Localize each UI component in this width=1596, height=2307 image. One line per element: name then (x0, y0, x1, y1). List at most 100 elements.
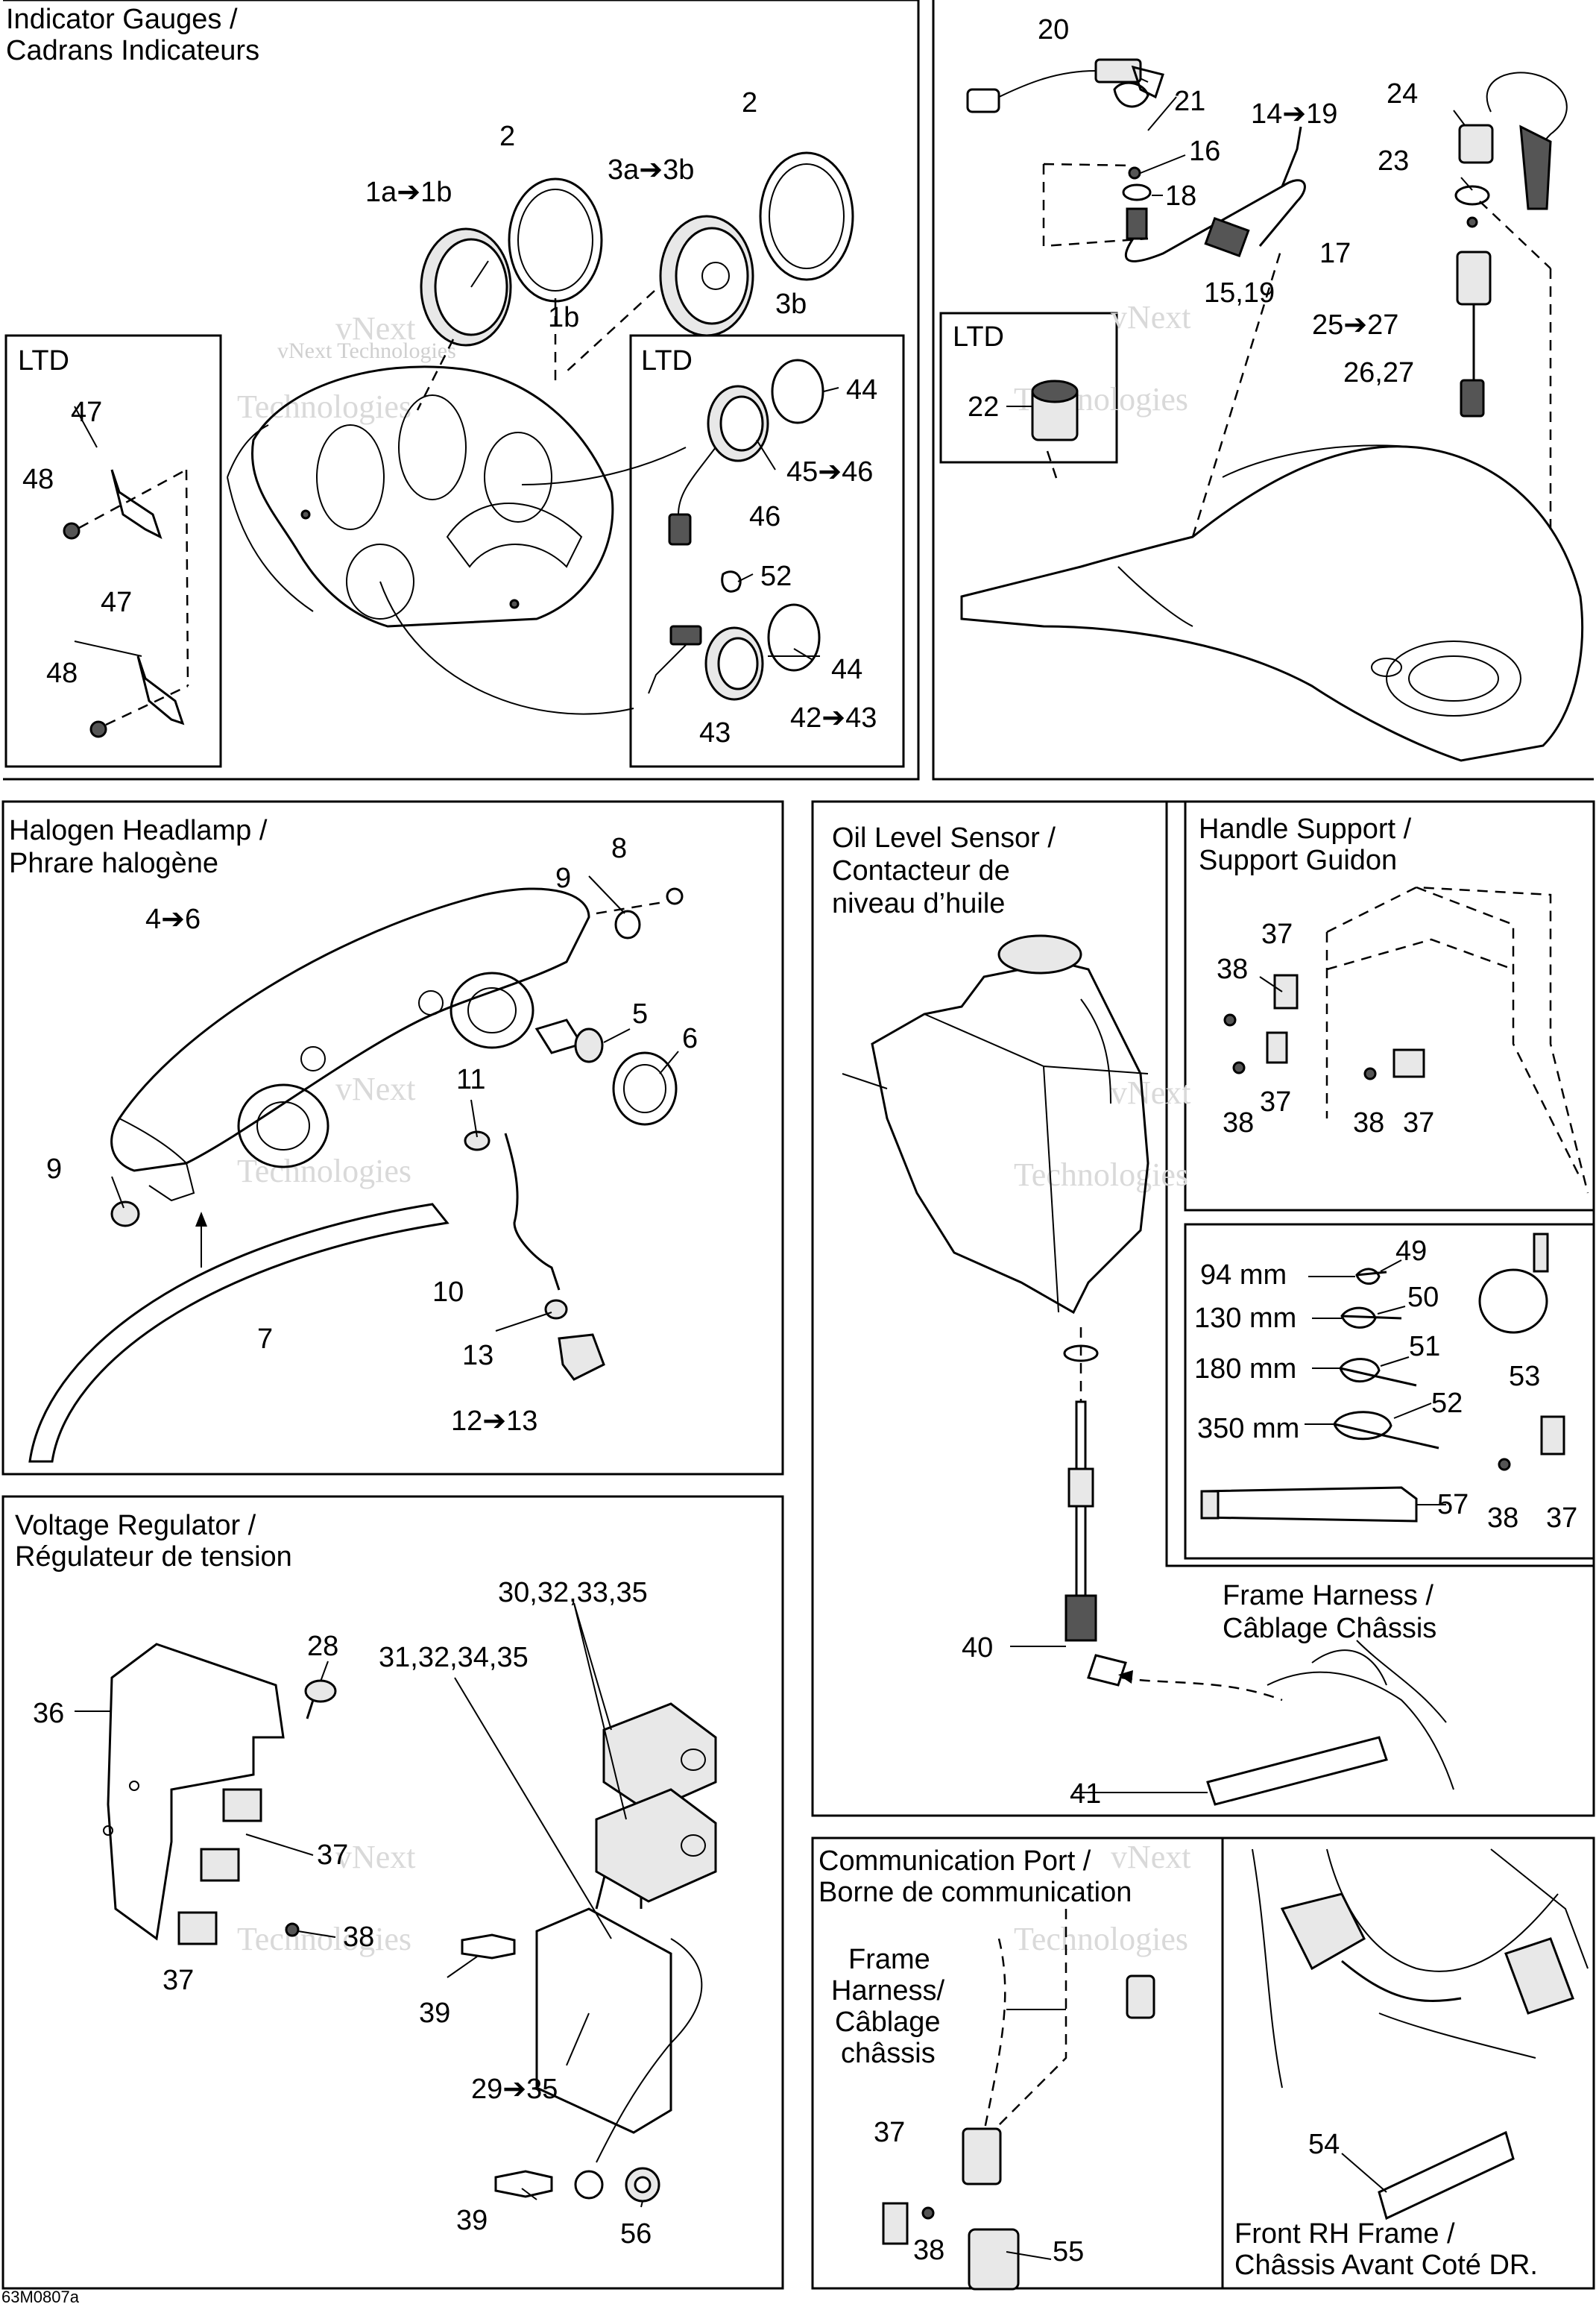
clip-37 (882, 2202, 909, 2245)
clip-37 (1266, 1031, 1288, 1064)
vent-hose (504, 1133, 561, 1291)
gauge-bezel (767, 603, 821, 672)
callout-48: 48 (22, 464, 54, 495)
screw-38 (1363, 1067, 1377, 1080)
tie-94mm: 94 mm (1200, 1259, 1287, 1291)
callout-47: 47 (71, 397, 102, 428)
comm-harness-4: châssis (841, 2038, 936, 2069)
callout-2: 2 (499, 121, 515, 152)
regulator-title-2: Régulateur de tension (15, 1541, 292, 1573)
watermark-vnext: vNext (1111, 1839, 1191, 1875)
callout-37: 37 (1403, 1107, 1434, 1139)
hose-fitting (464, 1130, 491, 1151)
bulb-socket (558, 1333, 605, 1381)
callout-26-27: 26,27 (1343, 357, 1414, 388)
grommet (110, 1200, 140, 1227)
heat-shrink-41 (1206, 1736, 1388, 1806)
callout-37: 37 (1260, 1086, 1291, 1118)
callout-21: 21 (1174, 86, 1205, 117)
sensor-body (1067, 1467, 1094, 1508)
callout-29-35: 29➔35 (471, 2074, 558, 2105)
headlamp-housing (110, 887, 590, 1172)
callout-47: 47 (101, 587, 132, 618)
watermark-vnext: vNext (1111, 299, 1191, 336)
callout-25-27: 25➔27 (1312, 309, 1398, 341)
tether-cap (1458, 124, 1494, 164)
regulator-box (535, 1907, 672, 2134)
clip-37 (1540, 1415, 1565, 1455)
callout-11: 11 (456, 1064, 485, 1095)
grease-tube-57 (1200, 1486, 1418, 1523)
watermark-technologies: Technologies (237, 1921, 411, 1957)
nut (666, 887, 684, 905)
callout-15-19: 15,19 (1204, 277, 1275, 309)
oil-drawing (842, 934, 1454, 1806)
ltd-right-label: LTD (953, 321, 1004, 353)
callout-5: 5 (632, 998, 648, 1030)
ltd-center-label: LTD (641, 345, 693, 377)
retainer-ring (612, 1051, 678, 1126)
callout-14-19: 14➔19 (1251, 98, 1337, 130)
screw-38 (1498, 1458, 1511, 1471)
oil-title-3: niveau d’huile (832, 888, 1005, 919)
heat-shrink-54 (1378, 2130, 1515, 2221)
frame-harness-title-1: Frame Harness / (1223, 1580, 1433, 1611)
regulator-title-1: Voltage Regulator / (15, 1510, 256, 1541)
frame-gauges (3, 0, 920, 781)
connector (669, 625, 702, 646)
callout-38: 38 (913, 2235, 944, 2266)
callout-4-6: 4➔6 (145, 904, 201, 935)
cable-tie (721, 570, 742, 593)
watermark-vnext-tech: vNext Technologies (277, 339, 456, 363)
callout-9: 9 (555, 863, 571, 894)
callout-37: 37 (1546, 1502, 1577, 1534)
watermark-vnext: vNext (1111, 1074, 1191, 1111)
callout-50: 50 (1407, 1282, 1439, 1313)
callout-9: 9 (46, 1154, 62, 1185)
comm-harness-3: Câblage (835, 2007, 941, 2038)
cable-tie (1340, 1306, 1402, 1329)
callout-1a-1b: 1a➔1b (365, 177, 452, 208)
clip-37 (222, 1788, 262, 1822)
cable-tie (1339, 1358, 1417, 1387)
callout-46: 46 (749, 501, 780, 532)
connector (595, 1788, 717, 1903)
comm-title-2: Borne de communication (818, 1877, 1132, 1908)
callout-44: 44 (846, 374, 877, 406)
bracket (136, 655, 185, 726)
gauge-bezel (759, 151, 854, 281)
gauges-drawing (63, 151, 854, 738)
watermark-vnext: vNext (335, 1839, 416, 1875)
callout-57: 57 (1437, 1489, 1469, 1520)
callout-37: 37 (317, 1839, 348, 1871)
callout-2: 2 (742, 87, 757, 119)
callout-28: 28 (307, 1631, 338, 1662)
handle-title-2: Support Guidon (1199, 845, 1397, 876)
watermark-technologies: Technologies (237, 1153, 411, 1189)
callout-20: 20 (1038, 14, 1069, 45)
callout-36: 36 (33, 1698, 64, 1729)
comm-drawing (882, 1909, 1155, 2291)
callout-40: 40 (962, 1632, 993, 1664)
callout-18: 18 (1165, 180, 1196, 212)
callout-43: 43 (699, 717, 731, 749)
callout-44: 44 (831, 654, 862, 685)
figure-code: 63M0807a (1, 2288, 80, 2306)
watermark-technologies: Technologies (1014, 1156, 1188, 1193)
callout-38: 38 (343, 1922, 374, 1953)
bolt-39 (494, 2170, 553, 2198)
callout-13: 13 (462, 1340, 493, 1371)
grommet (614, 910, 641, 940)
reflector (450, 972, 534, 1049)
handle-drawing (1223, 886, 1589, 1194)
clamp-53 (1478, 1268, 1548, 1334)
callout-52: 52 (1431, 1388, 1463, 1419)
callout-41: 41 (1070, 1778, 1101, 1810)
callout-22: 22 (968, 391, 999, 423)
section-titles: Indicator Gauges / Cadrans Indicateurs L… (6, 4, 1538, 2281)
ltd-left-label: LTD (18, 345, 69, 377)
frame-harness-title-2: Câblage Châssis (1223, 1613, 1436, 1644)
screw-38 (1223, 1013, 1237, 1027)
nut (63, 522, 81, 540)
callout-56: 56 (620, 2218, 652, 2250)
